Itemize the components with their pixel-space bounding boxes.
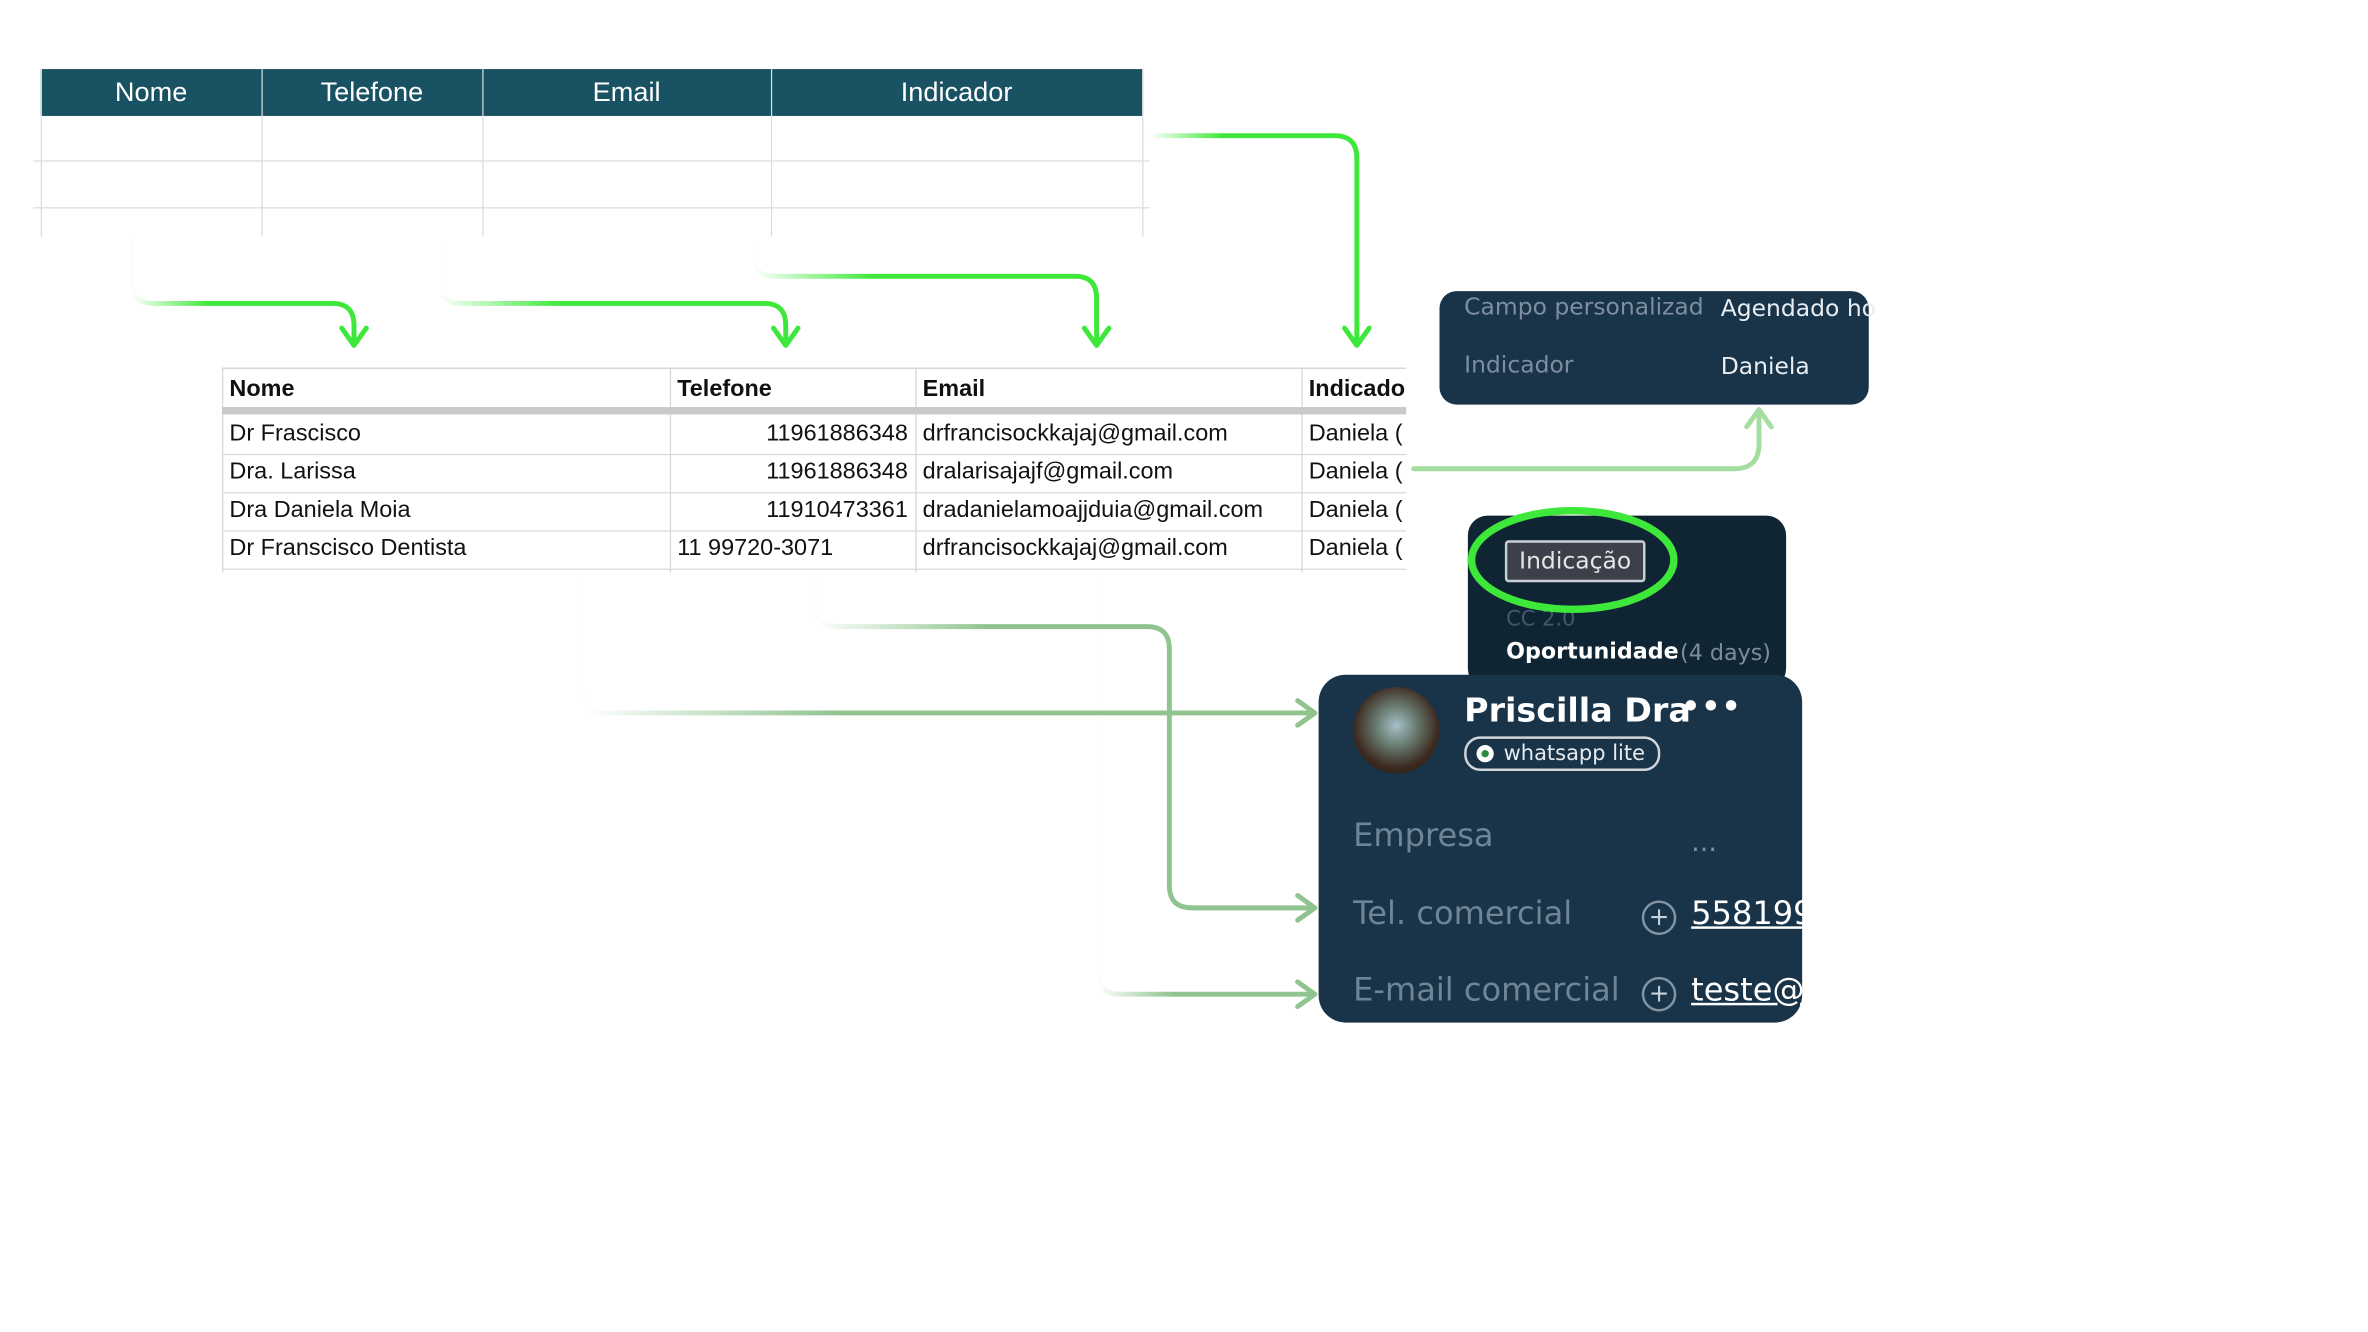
add-phone-button[interactable]: + — [1641, 900, 1677, 935]
cell-nome: Dr Frascisco — [229, 420, 361, 447]
deal-stage: Oportunidade — [1506, 638, 1679, 665]
header-indicador: Indicador — [900, 76, 1013, 108]
cell-telefone: 11961886348 — [766, 458, 908, 485]
import-preview-table: Nome Telefone Email Indicado Dr Frascisc… — [222, 367, 1407, 573]
arrow-nome-contact — [579, 572, 1315, 716]
arrow-email-contact — [1095, 572, 1315, 997]
col-line — [669, 367, 672, 573]
arrowhead — [1295, 893, 1318, 923]
deal-tag[interactable]: Indicação — [1504, 540, 1646, 583]
table-header: Nome Telefone Email Indicado — [222, 367, 1407, 411]
field-label-tel-comercial: Tel. comercial — [1353, 895, 1573, 933]
field-label: Campo personalizad — [1464, 293, 1704, 321]
arrowhead — [1295, 979, 1318, 1010]
arrowhead — [770, 325, 801, 348]
field-label-email-comercial: E-mail comercial — [1353, 971, 1620, 1010]
arrow-indicador-field — [1411, 409, 1762, 472]
channel-label: whatsapp lite — [1503, 741, 1645, 767]
grid-line — [770, 69, 773, 237]
arrowhead — [1342, 325, 1372, 348]
col-header-email: Email — [922, 376, 986, 403]
channel-badge: whatsapp lite — [1464, 736, 1660, 771]
header-email: Email — [592, 76, 661, 108]
table-row: Dra Daniela Moia 11910473361 dradanielam… — [222, 492, 1407, 532]
cell-indicador: Daniela ( — [1308, 497, 1403, 524]
cell-email: drfrancisockkajaj@gmail.com — [922, 420, 1228, 447]
col-line — [1301, 367, 1303, 573]
grid-line — [482, 69, 484, 237]
deal-age: (4 days) — [1680, 640, 1771, 667]
field-value-email-comercial[interactable]: teste@ — [1691, 971, 1805, 1010]
avatar[interactable] — [1353, 687, 1440, 774]
mapping-arrows — [128, 133, 1774, 1010]
arrow-indicador — [1147, 133, 1360, 346]
contact-name: Priscilla Dra — [1464, 691, 1691, 731]
col-header-indicador: Indicado — [1308, 376, 1406, 403]
col-header-nome: Nome — [229, 376, 295, 403]
contact-panel: Priscilla Dra ••• whatsapp lite Empresa … — [1318, 674, 1814, 1023]
cell-indicador: Daniela ( — [1308, 420, 1403, 447]
cell-indicador: Daniela ( — [1308, 458, 1403, 485]
spreadsheet-header-row: Nome Telefone Email Indicador — [40, 69, 1143, 116]
grid-line — [40, 69, 42, 237]
cell-email: dradanielamoajjduia@gmail.com — [922, 497, 1264, 524]
grid-line — [33, 160, 1150, 162]
col-line — [222, 367, 224, 573]
field-value[interactable]: Agendado ho — [1720, 294, 1877, 322]
arrow-nome — [128, 239, 357, 346]
table-row: Dr Frascisco 11961886348 drfrancisockkaj… — [222, 416, 1407, 456]
arrowhead — [1295, 698, 1318, 728]
field-label-indicador: Indicador — [1464, 351, 1574, 379]
field-label-empresa: Empresa — [1353, 817, 1494, 855]
more-options-icon[interactable]: ••• — [1681, 689, 1742, 725]
header-separator — [222, 407, 1407, 415]
highlight-ring — [1467, 506, 1678, 614]
field-value-empresa[interactable]: ... — [1691, 827, 1718, 859]
grid-line — [261, 69, 263, 237]
arrowhead — [1744, 407, 1774, 430]
arrow-email — [749, 239, 1100, 346]
arrowhead — [339, 325, 369, 348]
cell-nome: Dr Franscisco Dentista — [229, 535, 467, 562]
custom-fields-panel: Campo personalizad Agendado ho Indicador… — [1439, 291, 1876, 405]
arrowhead — [1081, 325, 1112, 348]
table-row: Dr Franscisco Dentista 11 99720-3071 drf… — [222, 530, 1407, 570]
grid-line — [1142, 69, 1144, 237]
cell-indicador: Daniela ( — [1308, 535, 1403, 562]
col-line — [915, 367, 917, 573]
source-spreadsheet: Nome Telefone Email Indicador — [33, 69, 1150, 237]
col-header-telefone: Telefone — [677, 376, 772, 403]
field-value-tel-comercial[interactable]: 558199 — [1691, 895, 1814, 933]
table-row: Dra. Larissa 11961886348 dralarisajajf@g… — [222, 454, 1407, 494]
header-nome: Nome — [114, 76, 188, 108]
header-telefone: Telefone — [320, 76, 424, 108]
grid-line — [33, 207, 1150, 209]
cell-nome: Dra. Larissa — [229, 458, 356, 485]
arrow-telefone — [436, 239, 789, 346]
cell-telefone: 11961886348 — [766, 420, 908, 447]
whatsapp-icon — [1476, 745, 1494, 763]
field-value-indicador[interactable]: Daniela — [1720, 352, 1810, 380]
cell-email: dralarisajajf@gmail.com — [922, 458, 1174, 485]
cell-telefone: 11 99720-3071 — [677, 535, 834, 562]
cell-email: drfrancisockkajaj@gmail.com — [922, 535, 1228, 562]
add-email-button[interactable]: + — [1641, 976, 1677, 1012]
cell-nome: Dra Daniela Moia — [229, 497, 411, 524]
arrow-telefone-contact — [811, 572, 1315, 911]
cell-telefone: 11910473361 — [766, 497, 908, 524]
